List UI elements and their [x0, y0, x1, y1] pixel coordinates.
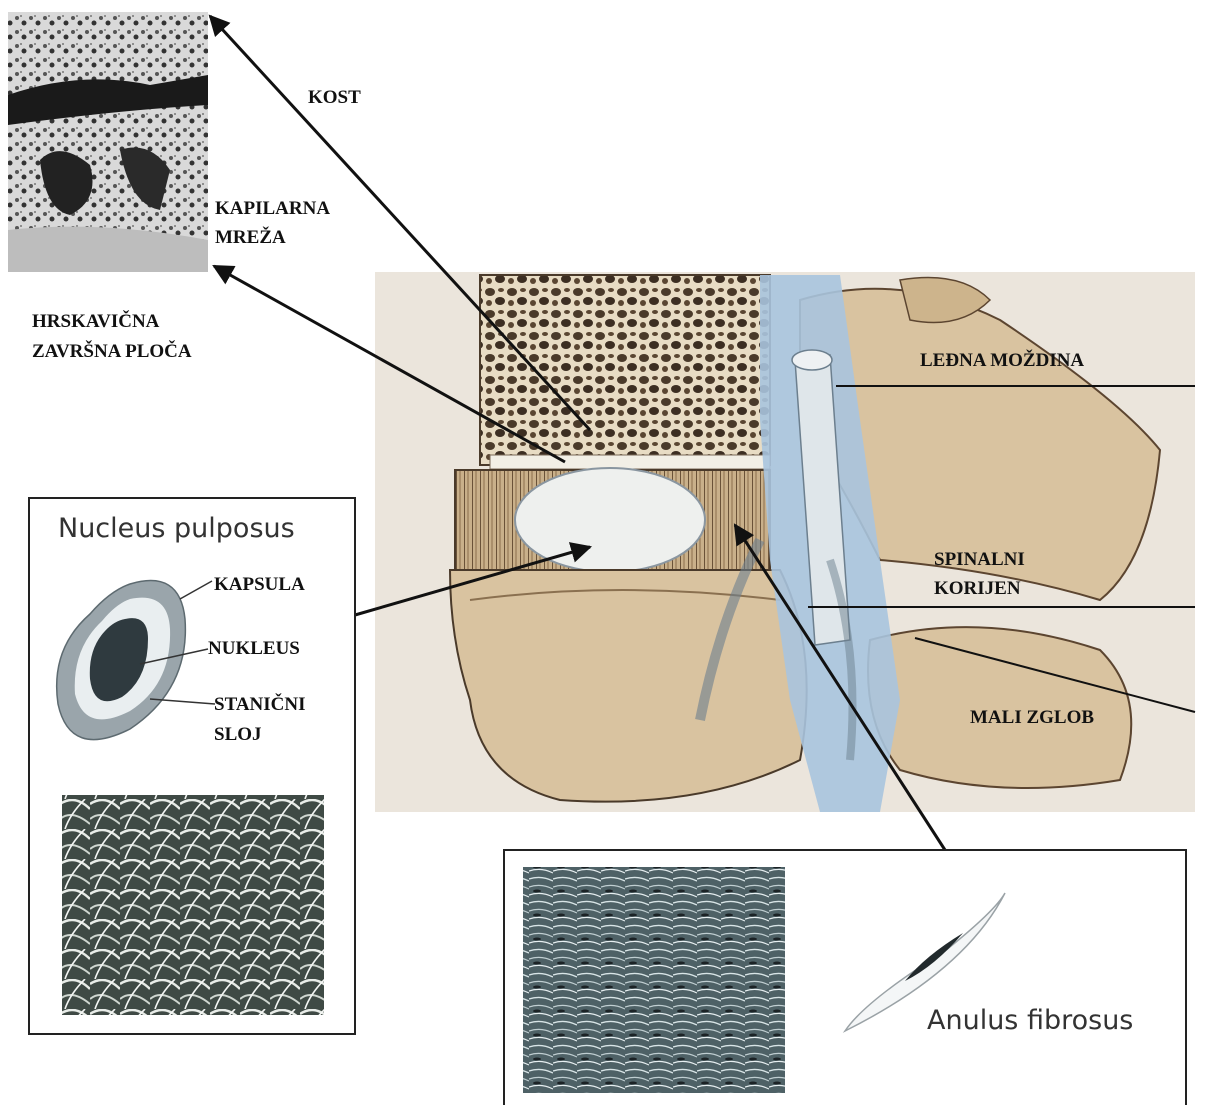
label-hrskavicna-2: ZAVRŠNA PLOČA: [32, 338, 192, 366]
label-stanicni-2: SLOJ: [214, 721, 262, 749]
label-mali-zglob: MALI ZGLOB: [970, 704, 1094, 732]
label-hrskavicna-1: HRSKAVIČNA: [32, 308, 159, 336]
label-stanicni-1: STANIČNI: [214, 691, 306, 719]
anulus-figure: [505, 851, 1185, 1107]
label-kapilarna-1: KAPILARNA: [215, 195, 330, 223]
anulus-panel-title: Anulus fibrosus: [927, 1005, 1133, 1036]
label-kapilarna-2: MREŽA: [215, 224, 286, 252]
anulus-fibrosus-panel: Anulus fibrosus: [503, 849, 1187, 1105]
label-kapsula: KAPSULA: [214, 571, 305, 599]
label-kost: KOST: [308, 84, 361, 112]
label-nukleus: NUKLEUS: [208, 635, 300, 663]
label-spinalni-1: SPINALNI: [934, 546, 1025, 574]
nucleus-pulposus-panel: Nucleus pulposus KAPSULA NUKLEUS STANIČN…: [28, 497, 356, 1035]
nucleus-cell-figure: [30, 499, 354, 1033]
label-spinalni-2: KORIJEN: [934, 575, 1021, 603]
bone-micrograph: [8, 12, 208, 272]
label-ledna-mozdina: LEĐNA MOŽDINA: [920, 347, 1084, 375]
